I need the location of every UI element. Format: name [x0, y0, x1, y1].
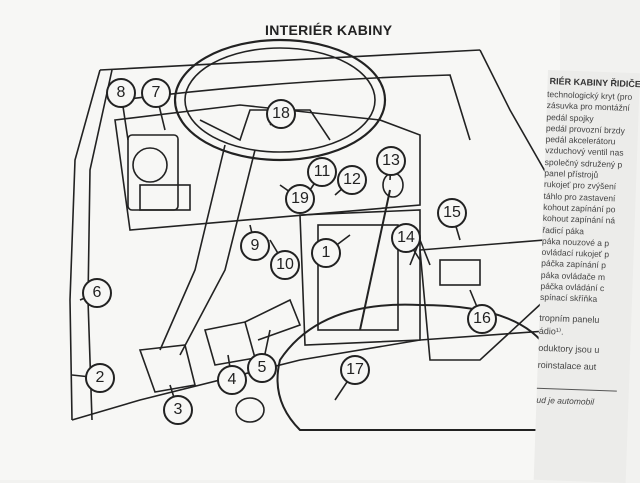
paragraph-line: oduktory jsou u: [538, 342, 600, 355]
callout-10: 10: [270, 250, 300, 280]
footnote: ud je automobil: [536, 394, 595, 407]
facing-page-legend: RIÉR KABINY ŘIDIČE technologický kryt (p…: [533, 70, 640, 483]
manual-page: INTERIÉR KABINY: [69, 22, 560, 431]
callout-8: 8: [106, 78, 136, 108]
callout-4: 4: [217, 365, 247, 395]
callout-3: 3: [163, 395, 193, 425]
paragraph-line: roinstalace aut: [537, 359, 597, 372]
callout-14: 14: [391, 223, 421, 253]
legend-heading: RIÉR KABINY ŘIDIČE: [549, 76, 640, 90]
cabin-interior-illustration: [69, 38, 560, 431]
callout-2: 2: [85, 363, 115, 393]
legend-item: spínací skříňka: [539, 292, 598, 305]
page-title: INTERIÉR KABINY: [265, 22, 393, 38]
callout-11: 11: [307, 157, 337, 187]
callout-13: 13: [376, 146, 406, 176]
callout-12: 12: [337, 165, 367, 195]
callout-17: 17: [340, 355, 370, 385]
callout-6: 6: [82, 278, 112, 308]
footnote-divider: [536, 387, 617, 392]
callout-5: 5: [247, 353, 277, 383]
callout-15: 15: [437, 198, 467, 228]
callout-1: 1: [311, 238, 341, 268]
callout-16: 16: [467, 304, 497, 334]
callout-9: 9: [240, 231, 270, 261]
callout-19: 19: [285, 184, 315, 214]
callout-7: 7: [141, 78, 171, 108]
paragraph-line: ádio¹⁾.: [538, 325, 564, 337]
callout-18: 18: [266, 99, 296, 129]
